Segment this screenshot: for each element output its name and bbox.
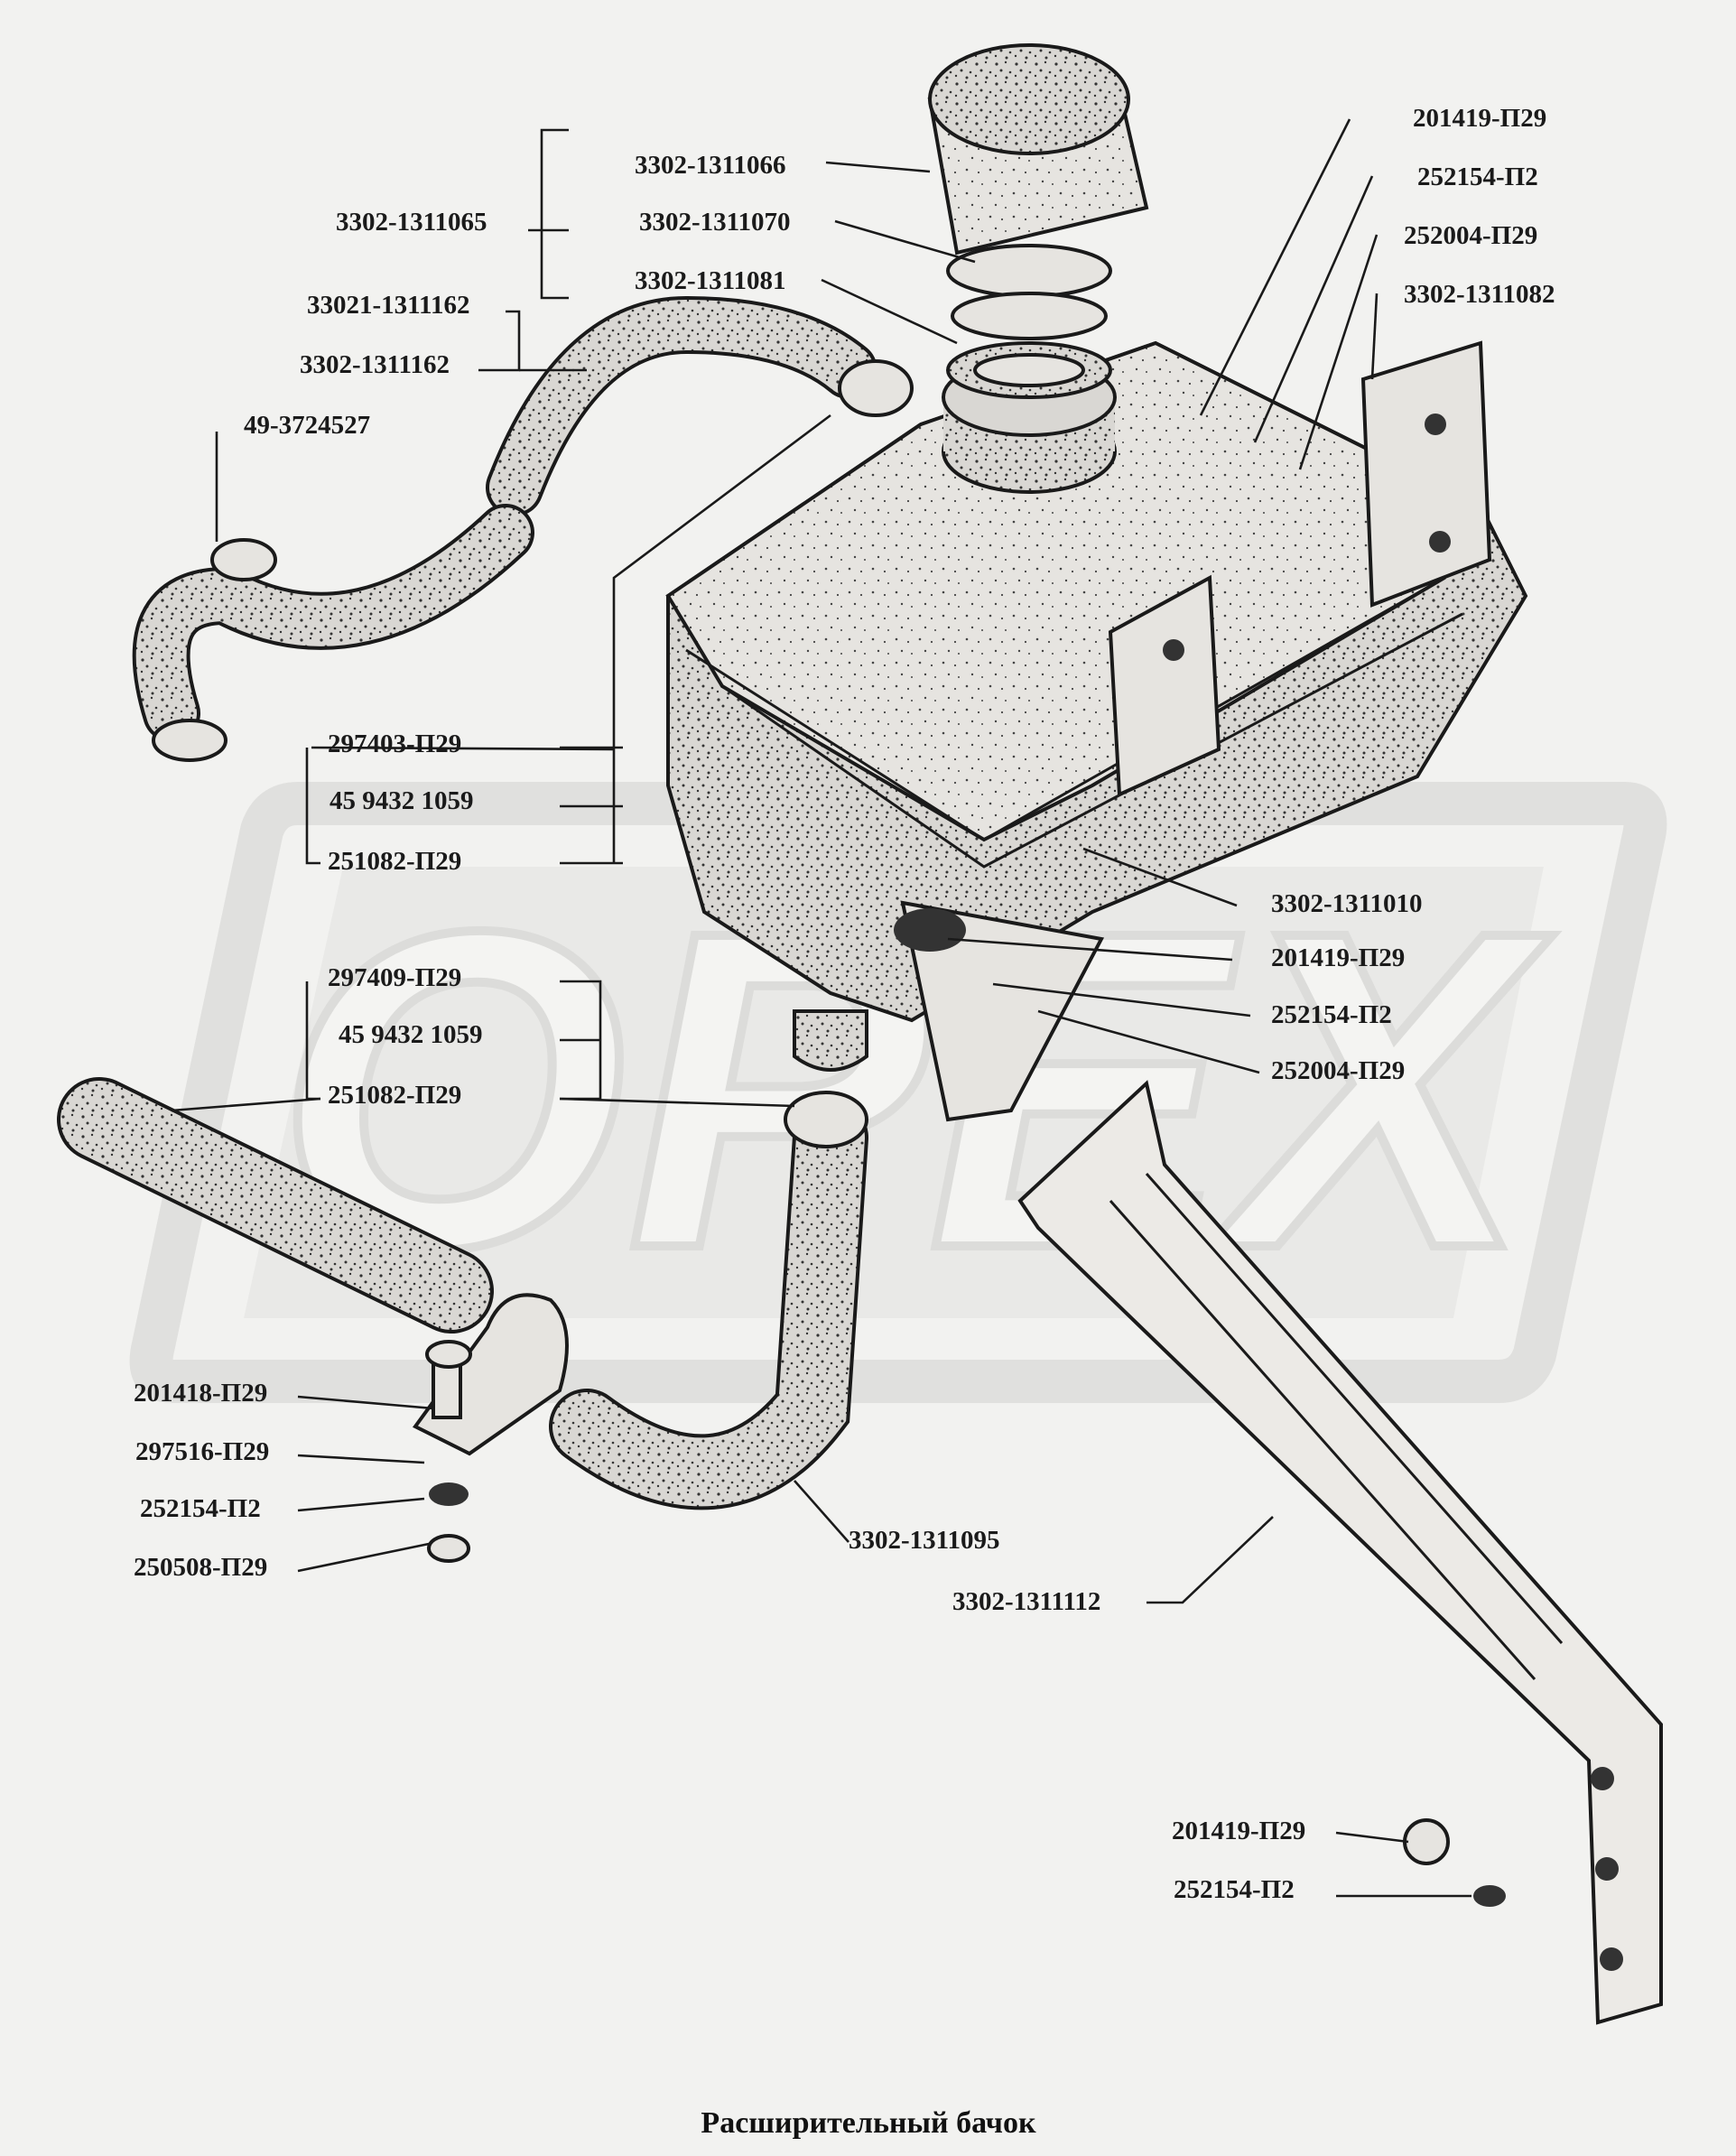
label-252154-p2-top: 252154-П2 [1417, 163, 1538, 191]
label-45-9432-1059-bottom: 45 9432 1059 [339, 1020, 483, 1049]
diagram-title: Расширительный бачок [701, 2106, 1036, 2140]
label-3302-1311081: 3302-1311081 [635, 266, 786, 295]
label-3302-1311065: 3302-1311065 [336, 208, 487, 237]
label-201419-p29-bottom: 201419-П29 [1172, 1817, 1305, 1845]
label-297516-p29: 297516-П29 [135, 1437, 269, 1466]
label-250508-p29: 250508-П29 [134, 1553, 267, 1582]
label-252004-p29-mid: 252004-П29 [1271, 1056, 1405, 1085]
label-3302-1311010: 3302-1311010 [1271, 889, 1423, 918]
label-297409-p29: 297409-П29 [328, 963, 461, 992]
label-3302-1311070: 3302-1311070 [639, 208, 791, 237]
label-3302-1311112: 3302-1311112 [952, 1587, 1100, 1616]
label-252154-p2-lower: 252154-П2 [140, 1494, 261, 1523]
label-297403-p29: 297403-П29 [328, 730, 461, 758]
lower-hose [57, 1077, 868, 1563]
upper-hose [132, 295, 914, 762]
support-bracket [1017, 1080, 1663, 2025]
label-251082-p29-bottom: 251082-П29 [328, 1081, 461, 1110]
expansion-tank [665, 340, 1528, 1122]
label-3302-1311066: 3302-1311066 [635, 151, 786, 180]
watermark-logo: ОРЕХ [129, 782, 1667, 1403]
label-49-3724527: 49-3724527 [244, 411, 370, 440]
filler-cap [927, 43, 1149, 399]
label-3302-1311162: 3302-1311162 [300, 350, 450, 379]
part-labels: 201419-П29 3302-1311066 252154-П2 3302-1… [134, 104, 1555, 1904]
label-3302-1311082: 3302-1311082 [1404, 280, 1555, 309]
leader-lines [171, 118, 1471, 1898]
label-201419-p29-mid: 201419-П29 [1271, 943, 1405, 972]
label-252154-p2-mid: 252154-П2 [1271, 1000, 1392, 1029]
label-201419-p29-top: 201419-П29 [1413, 104, 1546, 133]
label-3302-1311095: 3302-1311095 [849, 1526, 1000, 1555]
label-45-9432-1059-top: 45 9432 1059 [330, 786, 474, 815]
label-201418-p29: 201418-П29 [134, 1379, 267, 1408]
label-252004-p29-top: 252004-П29 [1404, 221, 1537, 250]
label-251082-p29-top: 251082-П29 [328, 847, 461, 876]
label-33021-1311162: 33021-1311162 [307, 291, 469, 320]
label-252154-p2-bottom: 252154-П2 [1174, 1875, 1295, 1904]
